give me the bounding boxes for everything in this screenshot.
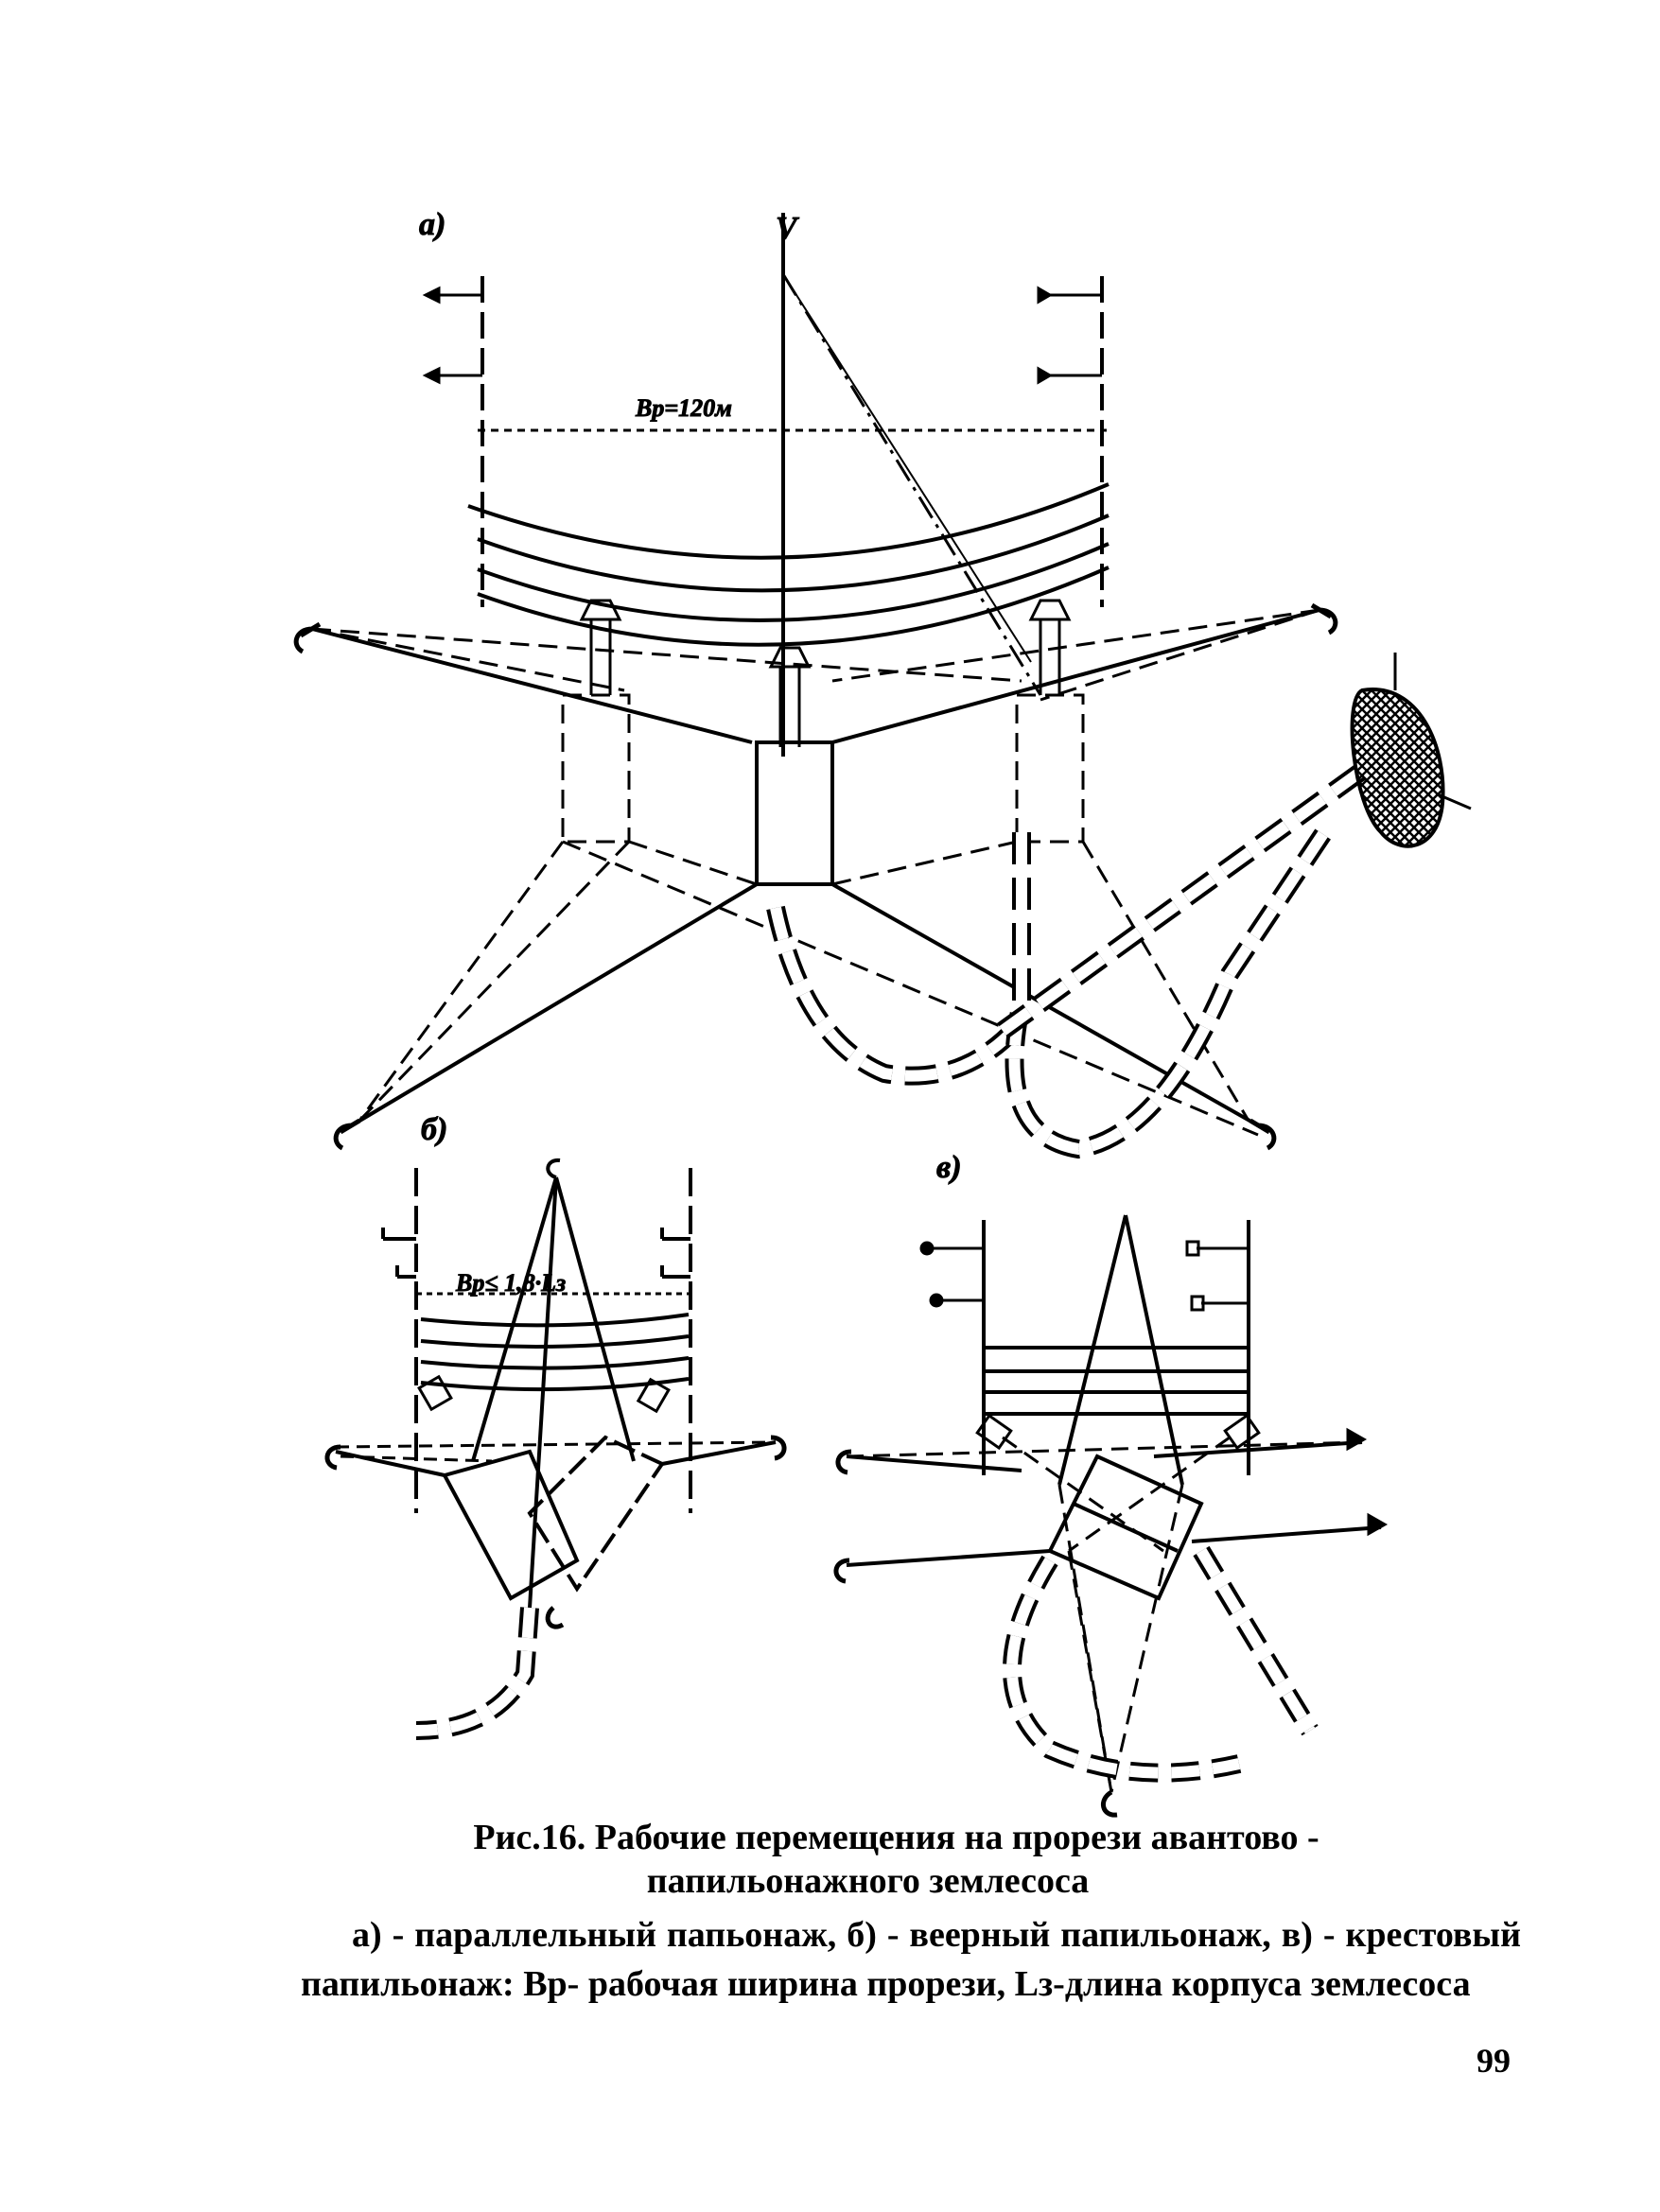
axis-v-label: V: [776, 211, 799, 246]
anchor-icon: [770, 1435, 787, 1461]
width-dimension-label: Bр=120м: [635, 394, 732, 422]
bank-markers: [919, 1240, 1249, 1312]
cross-lines-dashed: [1057, 1484, 1184, 1793]
cut-arcs: [984, 1346, 1249, 1416]
upper-anchor-cables: [311, 608, 1320, 744]
swing-radius-line-2: [782, 273, 1032, 663]
cross-lines: [1057, 1214, 1184, 1486]
anchor-icon: [1346, 1427, 1368, 1452]
cut-arcs: [420, 1313, 690, 1392]
spud-positions: [975, 1413, 1261, 1451]
anchor-icon: [324, 1444, 341, 1471]
anchor-icon: [333, 1118, 361, 1151]
figure-caption-body: а) - параллельный папьонаж, б) - веерный…: [301, 1915, 1521, 2004]
anchor-icons-b: [324, 1435, 787, 1629]
anchor-icon: [833, 1558, 850, 1584]
anchor-icon: [1367, 1512, 1389, 1537]
floating-pipeline-b: [415, 1607, 539, 1740]
dredge-hull-rotated: [1047, 1454, 1204, 1601]
anchor-icon: [545, 1606, 565, 1629]
panel-c-label: в): [936, 1150, 962, 1185]
panel-b-fan: б) Bр≤ 1,8·Lз: [324, 1112, 787, 1740]
floating-pipeline-c: [1003, 1545, 1319, 1783]
page-number: 99: [1477, 2042, 1511, 2080]
panel-c-cross: в): [833, 1150, 1389, 1818]
panel-a-parallel: a) V Bр=120м: [293, 207, 1472, 1159]
swing-radius-line: [781, 273, 1042, 696]
anchor-icon: [1249, 1118, 1277, 1151]
anchor-icons-a: [293, 602, 1338, 1151]
anchor-icon: [835, 1449, 852, 1475]
bank-markers: [381, 1228, 690, 1279]
shore-connection-buoy: [1350, 653, 1472, 848]
figure-16-dredge-work-movements: a) V Bр=120м: [293, 207, 1472, 1818]
anchor-cables-c: [846, 1440, 1382, 1567]
dredge-hull-positions: [442, 1435, 665, 1601]
fan-lines: [471, 1176, 636, 1609]
bank-markers-left: [422, 286, 482, 385]
spud-positions: [579, 599, 1072, 747]
floating-pipeline-a: [766, 762, 1368, 1159]
figure-caption-title-line2: папильонажного землесоса: [646, 1861, 1090, 1901]
figure-caption-title-line1: Рис.16. Рабочие перемещения на прорези а…: [473, 1818, 1319, 1857]
anchor-icon: [1101, 1789, 1118, 1818]
dredge-hull: [755, 740, 834, 886]
anchor-icon: [1310, 602, 1338, 636]
anchor-icon: [293, 621, 322, 654]
cut-arcs: [467, 482, 1110, 647]
anchor-icon: [546, 1158, 561, 1179]
side-anchor-cables-dashed: [335, 1440, 777, 1463]
alternate-positions-dashed: [358, 693, 1259, 1137]
bank-markers-right: [1037, 286, 1102, 385]
spud-positions: [417, 1374, 671, 1414]
side-anchor-cables: [335, 1440, 777, 1477]
upper-anchor-cables-dashed: [311, 608, 1320, 702]
anchor-icons-c: [833, 1427, 1389, 1818]
panel-a-label: a): [419, 207, 446, 242]
panel-b-label: б): [421, 1112, 447, 1147]
